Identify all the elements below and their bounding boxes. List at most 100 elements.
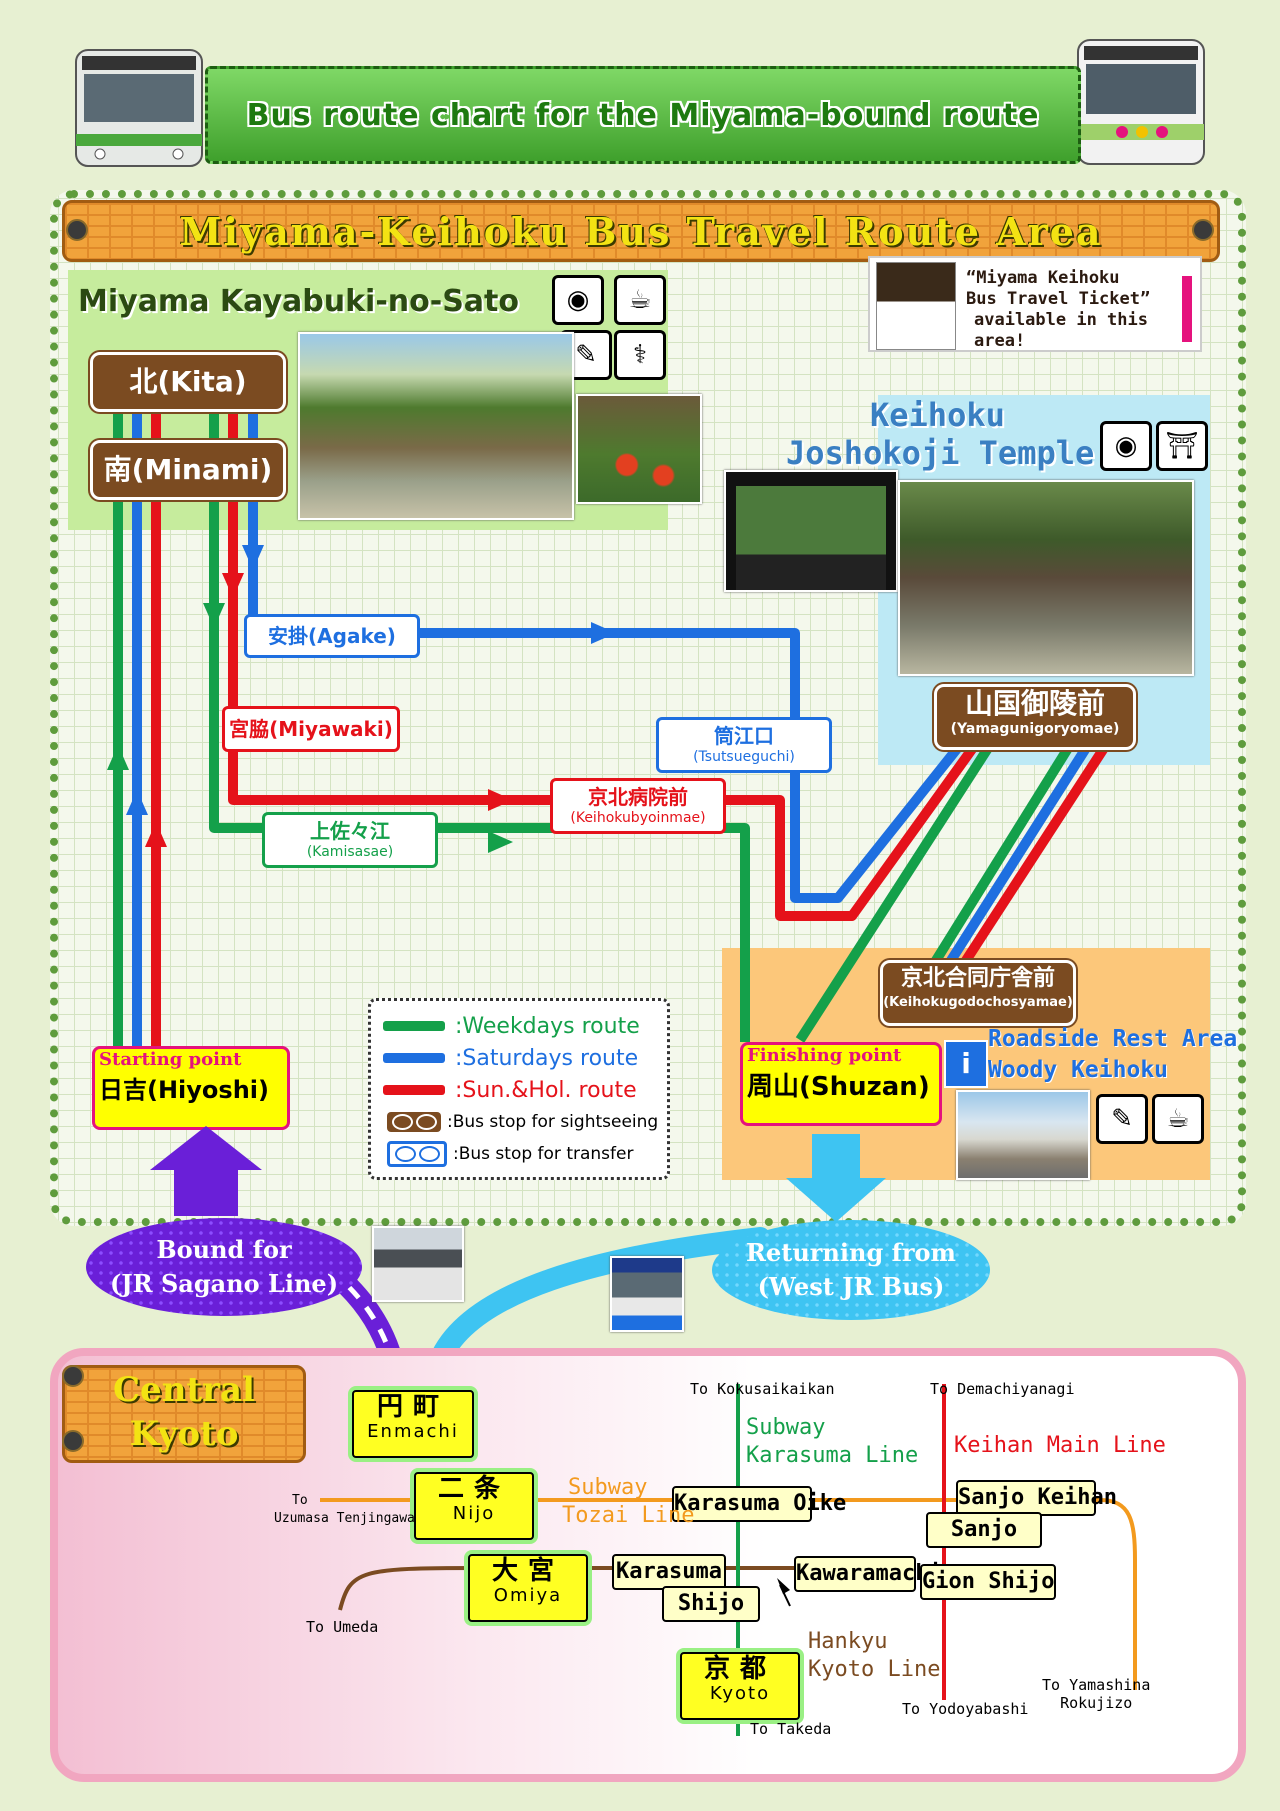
hankyu-kyoto-line-label: Hankyu Kyoto Line bbox=[808, 1628, 940, 1684]
hankyu-line-label-1: Hankyu bbox=[808, 1629, 888, 1654]
hankyu-line bbox=[338, 1566, 810, 1611]
station-nijo-kanji: 二条 bbox=[437, 1474, 510, 1504]
legend-sightseeing: :Bus stop for sightseeing bbox=[383, 1109, 658, 1135]
left-bus-photo bbox=[70, 42, 208, 170]
keihoku-title-line2: Joshokoji Temple bbox=[786, 434, 1095, 472]
station-nijo: 二条 Nijo bbox=[414, 1472, 534, 1540]
legend-weekdays-label: :Weekdays route bbox=[455, 1013, 640, 1039]
stop-kamisasae-kanji: 上佐々江 bbox=[310, 819, 390, 843]
station-karasuma-oike: Karasuma Oike bbox=[672, 1486, 846, 1522]
karasuma-line-label-2: Karasuma Line bbox=[746, 1443, 919, 1468]
legend-sightseeing-swatch bbox=[387, 1112, 441, 1132]
bound-for-sagano-line: Bound for (JR Sagano Line) bbox=[86, 1218, 362, 1316]
legend-weekdays: :Weekdays route bbox=[383, 1013, 640, 1039]
station-gion-shijo: Gion Shijo bbox=[920, 1564, 1056, 1600]
stop-keihokugodochosyamae: 京北合同庁舎前 (Keihokugodochosyamae) bbox=[880, 960, 1076, 1026]
station-kyoto-kanji: 京都 bbox=[703, 1654, 776, 1684]
station-sanjo: Sanjo bbox=[926, 1512, 1042, 1548]
ticket-accent-bar bbox=[1182, 276, 1192, 342]
legend-saturdays-label: :Saturdays route bbox=[455, 1045, 639, 1071]
camera-icon: ◉ bbox=[552, 275, 604, 325]
direction-demachiyanagi: To Demachiyanagi bbox=[930, 1380, 1075, 1398]
starting-point-hiyoshi: Starting point 日吉(Hiyoshi) bbox=[92, 1046, 290, 1130]
stop-keihokubyoin-romaji: (Keihokubyoinmae) bbox=[570, 810, 706, 826]
bolt-icon bbox=[1192, 219, 1214, 241]
ticket-line-1: “Miyama Keihoku bbox=[966, 268, 1120, 288]
station-enmachi-kanji: 円町 bbox=[376, 1392, 449, 1422]
thatched-village-photo bbox=[298, 332, 574, 520]
stop-kamisasae: 上佐々江 (Kamisasae) bbox=[262, 812, 438, 868]
temple-icon: ⛩ bbox=[1156, 421, 1208, 471]
stop-miyawaki-label: 宮脇(Miyawaki) bbox=[229, 717, 393, 741]
restaurant-icon: ⚕ bbox=[614, 330, 666, 380]
station-omiya-kanji: 大宮 bbox=[491, 1556, 564, 1586]
returning-line1: Returning from bbox=[746, 1238, 956, 1267]
stop-keihokugodo-romaji: (Keihokugodochosyamae) bbox=[883, 995, 1073, 1010]
bus-ticket-note: “Miyama Keihoku Bus Travel Ticket” avail… bbox=[868, 256, 1202, 352]
legend-weekdays-swatch bbox=[383, 1021, 445, 1031]
legend-sunhol: :Sun.&Hol. route bbox=[383, 1077, 637, 1103]
route-chart-banner: Bus route chart for the Miyama-bound rou… bbox=[205, 66, 1081, 164]
direction-uzumasa-1: To bbox=[292, 1493, 308, 1508]
station-omiya: 大宮 Omiya bbox=[468, 1554, 588, 1622]
info-icon: i bbox=[944, 1040, 988, 1088]
woody-keihoku-photo bbox=[956, 1090, 1090, 1180]
route-area-title: Miyama-Keihoku Bus Travel Route Area bbox=[179, 208, 1103, 254]
tozai-line-label-2: Tozai Line bbox=[562, 1503, 695, 1528]
ticket-text: “Miyama Keihoku Bus Travel Ticket” avail… bbox=[966, 268, 1200, 352]
starting-point-name: 日吉(Hiyoshi) bbox=[99, 1076, 269, 1104]
temple-photo bbox=[898, 480, 1194, 676]
stop-tsutsueguchi: 筒江口 (Tsutsueguchi) bbox=[656, 717, 832, 773]
stop-miyawaki: 宮脇(Miyawaki) bbox=[222, 706, 400, 752]
direction-arrow bbox=[242, 545, 264, 570]
direction-yamashina-1: To Yamashina bbox=[1042, 1676, 1151, 1694]
cafe-icon: ☕ bbox=[1152, 1094, 1204, 1144]
station-omiya-romaji: Omiya bbox=[493, 1585, 563, 1606]
legend-sightseeing-label: :Bus stop for sightseeing bbox=[447, 1112, 659, 1132]
hankyu-line-label-2: Kyoto Line bbox=[808, 1657, 941, 1682]
bolt-icon bbox=[62, 1365, 84, 1387]
finishing-point-name: 周山(Shuzan) bbox=[747, 1072, 930, 1102]
train-photo bbox=[372, 1226, 464, 1302]
legend-transfer-label: :Bus stop for transfer bbox=[453, 1144, 634, 1164]
station-kawaramachi: Kawaramachi bbox=[794, 1556, 942, 1592]
route-area-title-plate: Miyama-Keihoku Bus Travel Route Area bbox=[62, 200, 1220, 262]
stop-tsutsueguchi-kanji: 筒江口 bbox=[714, 724, 774, 748]
direction-kokusaikaikan: To Kokusaikaikan bbox=[690, 1380, 835, 1398]
stop-yamagunigoryomae: 山国御陵前 (Yamagunigoryomae) bbox=[934, 684, 1136, 750]
right-bus-photo bbox=[1072, 32, 1210, 170]
weekdays-route-line bbox=[930, 742, 1075, 965]
station-karasuma: Karasuma bbox=[612, 1554, 726, 1590]
returning-line2: (West JR Bus) bbox=[757, 1272, 945, 1301]
central-title-line2: Kyoto bbox=[129, 1414, 239, 1454]
ticket-line-2: Bus Travel Ticket” bbox=[966, 289, 1151, 309]
keihoku-title: Keihoku Joshokoji Temple bbox=[786, 396, 1094, 472]
direction-arrow bbox=[488, 789, 513, 811]
stop-tsutsueguchi-romaji: (Tsutsueguchi) bbox=[693, 749, 795, 765]
cafe-icon: ☕ bbox=[614, 275, 666, 325]
station-sanjo-keihan: Sanjo Keihan bbox=[956, 1480, 1117, 1516]
legend-transfer: :Bus stop for transfer bbox=[383, 1141, 633, 1167]
up-arrow-icon bbox=[150, 1126, 262, 1216]
sunhol-route-line bbox=[960, 742, 1111, 965]
stop-keihokubyoinmae: 京北病院前 (Keihokubyoinmae) bbox=[550, 778, 726, 834]
tozai-line bbox=[320, 1498, 1137, 1690]
bolt-icon bbox=[66, 219, 88, 241]
bound-line1: Bound for bbox=[156, 1235, 292, 1264]
banner-title: Bus route chart for the Miyama-bound rou… bbox=[246, 97, 1040, 133]
weekdays-route-line bbox=[795, 742, 995, 1043]
west-jr-bus-photo bbox=[610, 1256, 684, 1332]
stop-agake-label: 安掛(Agake) bbox=[268, 624, 396, 648]
bolt-icon bbox=[62, 1430, 84, 1452]
bound-line2: (JR Sagano Line) bbox=[109, 1269, 339, 1298]
stop-kita: 北(Kita) bbox=[90, 352, 286, 412]
finishing-point-label: Finishing point bbox=[747, 1045, 902, 1066]
legend-transfer-swatch bbox=[387, 1141, 447, 1167]
finishing-point-shuzan: Finishing point 周山(Shuzan) bbox=[740, 1042, 942, 1126]
ticket-image bbox=[876, 262, 956, 350]
subway-tozai-line-label: Subway Tozai Line bbox=[562, 1474, 694, 1530]
station-enmachi-romaji: Enmachi bbox=[367, 1421, 459, 1442]
station-enmachi: 円町 Enmachi bbox=[352, 1390, 474, 1458]
